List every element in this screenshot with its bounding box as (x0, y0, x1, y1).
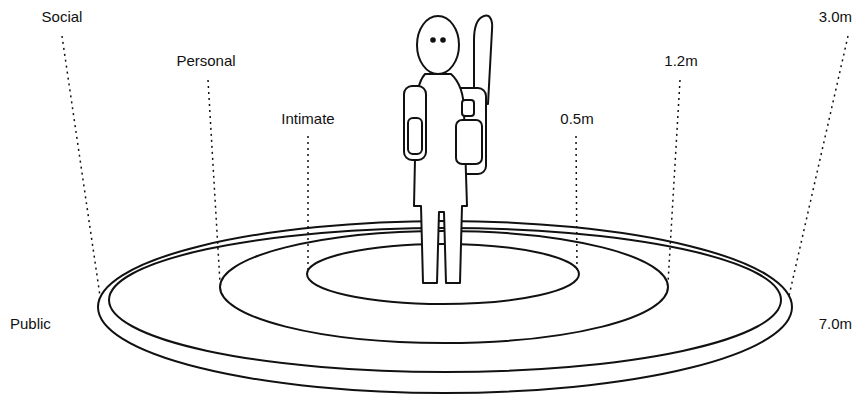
person-figure (404, 16, 492, 283)
zone-label: Social (42, 8, 83, 26)
zone-label: 3.0m (819, 8, 852, 26)
zone-label: 7.0m (819, 315, 852, 333)
leader-line (307, 136, 309, 270)
intimate-zone-ring (307, 244, 579, 304)
zone-label: 1.2m (664, 52, 697, 70)
leader-line (208, 80, 220, 283)
leader-line (668, 80, 680, 283)
leader-line (789, 36, 848, 296)
zone-label: Public (10, 315, 51, 333)
zone-label: Intimate (281, 110, 334, 128)
zone-label: Personal (176, 52, 235, 70)
personal-zone-ring (220, 231, 668, 343)
zone-label: 0.5m (560, 110, 593, 128)
leader-line (576, 136, 577, 270)
leader-line (62, 36, 100, 296)
